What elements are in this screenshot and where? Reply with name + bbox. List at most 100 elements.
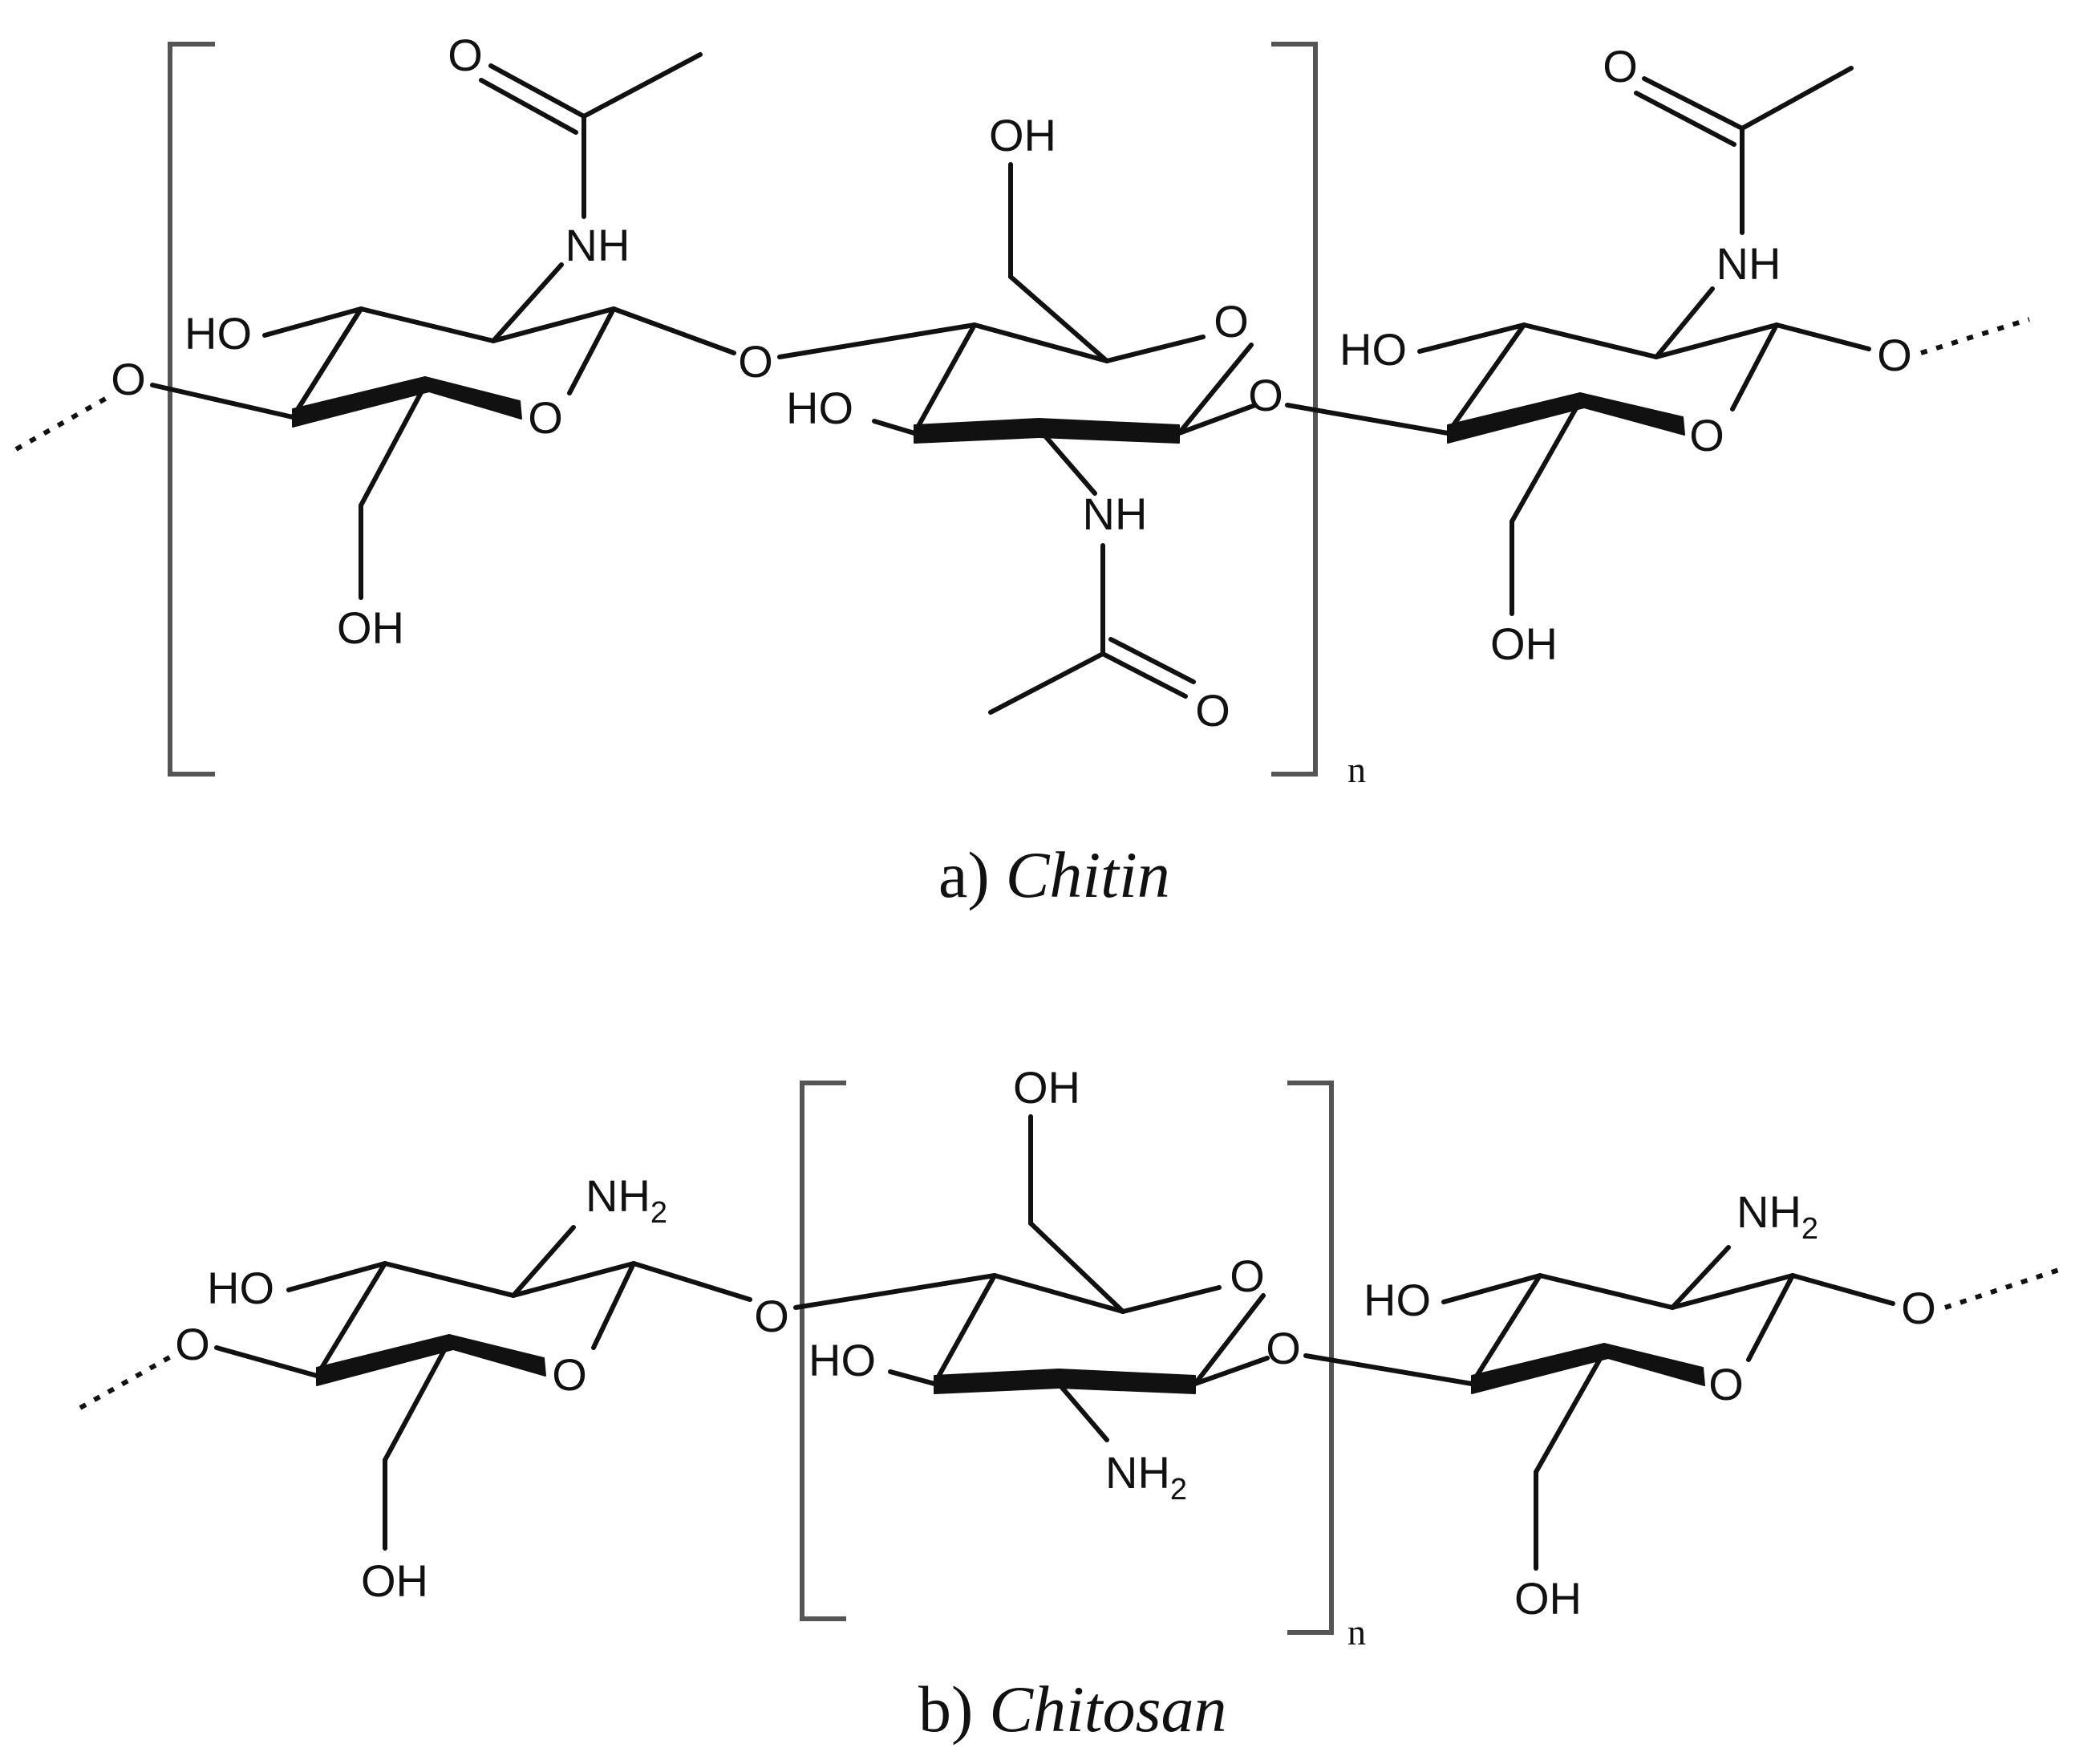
bond (1417, 322, 1526, 354)
chitin-link-oxygen-1: O (111, 354, 146, 404)
bond (1177, 403, 1258, 436)
chitin-left-dashed-link (14, 395, 110, 452)
chitosan-ring3-hydroxyl: HO (1364, 1275, 1431, 1325)
chitosan-repeat-subscript: n (1347, 1612, 1366, 1652)
chitosan-terminal-oxygen: O (1901, 1283, 1936, 1333)
amine-nh: NH (1736, 1186, 1801, 1237)
wedge-bond (934, 1369, 1060, 1394)
chitosan-caption-prefix: b) (918, 1673, 973, 1746)
bond (359, 306, 496, 343)
chitosan-ring1-hydroxyl: HO (207, 1263, 274, 1313)
bond (1008, 274, 1109, 363)
bond (992, 1273, 1125, 1314)
amine-nh: NH (586, 1170, 650, 1221)
bond (1193, 1356, 1270, 1386)
bond (1670, 1273, 1795, 1310)
bond (932, 1273, 997, 1386)
chitin-ring1-amide-nh: NH (565, 220, 630, 270)
bond (286, 1261, 387, 1292)
bond (383, 1339, 452, 1462)
bond (1642, 76, 1745, 131)
chitin-structure: n O HO OH O NH (14, 30, 2030, 911)
bond (1654, 286, 1715, 359)
bond (1740, 66, 1854, 131)
bond (1177, 343, 1254, 436)
bond (567, 306, 616, 395)
chitin-ring1-oxygen: O (528, 392, 563, 443)
chitin-caption-name: Chitin (1006, 838, 1170, 911)
wedge-bond (914, 418, 1039, 444)
bond (1510, 399, 1582, 524)
chitin-glycosidic-oxygen-1: O (738, 336, 773, 387)
bond (511, 1225, 576, 1298)
chitosan-ring2-ch2oh: OH (1013, 1062, 1080, 1113)
chitosan-ring1-oxygen: O (552, 1349, 587, 1400)
chitin-glycosidic-oxygen-2: O (1248, 370, 1283, 420)
wedge-bond (1579, 392, 1685, 436)
bond (1534, 1349, 1607, 1474)
bond (1120, 1285, 1222, 1314)
bond (1522, 322, 1659, 359)
wedge-bond (424, 376, 522, 420)
chitosan-ring1-ch2oh: OH (361, 1555, 428, 1606)
bond (1100, 651, 1188, 699)
wedge-bond (1603, 1343, 1705, 1386)
bond (888, 1369, 937, 1386)
chitosan-left-dashed-link (79, 1353, 174, 1410)
bond (1790, 1273, 1895, 1306)
amine-subscript: 2 (1170, 1473, 1187, 1506)
bond (591, 1261, 636, 1350)
amine-nh: NH (1105, 1447, 1170, 1498)
chitosan-glycosidic-oxygen-2: O (1266, 1323, 1301, 1373)
chitin-bracket-left (168, 42, 215, 777)
bond (1670, 1245, 1731, 1310)
chitin-ring-3: HO O OH NH O (1339, 41, 1854, 669)
chitin-ring3-ch2oh: OH (1490, 618, 1558, 669)
bond (1634, 91, 1736, 147)
wedge-bond (1038, 418, 1180, 444)
bond (1104, 335, 1206, 363)
bond (511, 1261, 636, 1298)
bond (1654, 322, 1779, 359)
chitin-ring3-amide-nh: NH (1716, 238, 1781, 289)
chitosan-link-oxygen-1: O (175, 1319, 210, 1369)
bond (1056, 1381, 1109, 1442)
chitin-ring2-hydroxyl: HO (786, 383, 853, 433)
bond (1040, 431, 1097, 496)
chitin-caption: a)Chitin (938, 838, 1170, 911)
chitin-ring1-hydroxyl: HO (184, 308, 252, 359)
chitosan-ring-3: HO O OH NH2 (1364, 1186, 1818, 1624)
chitin-ring1-ch2oh: OH (337, 602, 404, 653)
bond (262, 306, 363, 338)
chitosan-ring2-hydroxyl: HO (808, 1335, 876, 1385)
chitosan-bracket-left (800, 1081, 846, 1621)
bond (359, 383, 428, 508)
bond (988, 651, 1105, 715)
chitosan-structure: n O HO O OH NH2 O (79, 1062, 2062, 1746)
bond (872, 419, 917, 436)
bond (491, 262, 564, 343)
bond (582, 52, 703, 119)
chitosan-ring1-amine: NH2 (586, 1170, 667, 1230)
chitin-ring3-hydroxyl: HO (1339, 324, 1407, 375)
bond (793, 1273, 997, 1310)
chitosan-ring3-ch2oh: OH (1514, 1573, 1582, 1624)
bond (479, 78, 578, 135)
bond (314, 1261, 387, 1378)
bond (972, 322, 1109, 363)
bond (912, 322, 977, 436)
bond (290, 306, 363, 420)
chitin-ring2-amide-nh: NH (1083, 489, 1148, 539)
bond (631, 1261, 752, 1302)
chitosan-glycosidic-oxygen-1: O (754, 1291, 789, 1341)
bond (1441, 1273, 1542, 1304)
chitin-ring3-oxygen: O (1689, 410, 1724, 460)
chitin-caption-prefix: a) (938, 838, 990, 911)
chitin-ring2-oxygen: O (1214, 296, 1249, 347)
bond (1746, 1273, 1795, 1362)
chitosan-caption-name: Chitosan (989, 1673, 1226, 1746)
bond (1028, 1221, 1125, 1314)
bond (1303, 1353, 1474, 1386)
chitosan-ring-2: O HO OH NH2 (808, 1062, 1270, 1506)
